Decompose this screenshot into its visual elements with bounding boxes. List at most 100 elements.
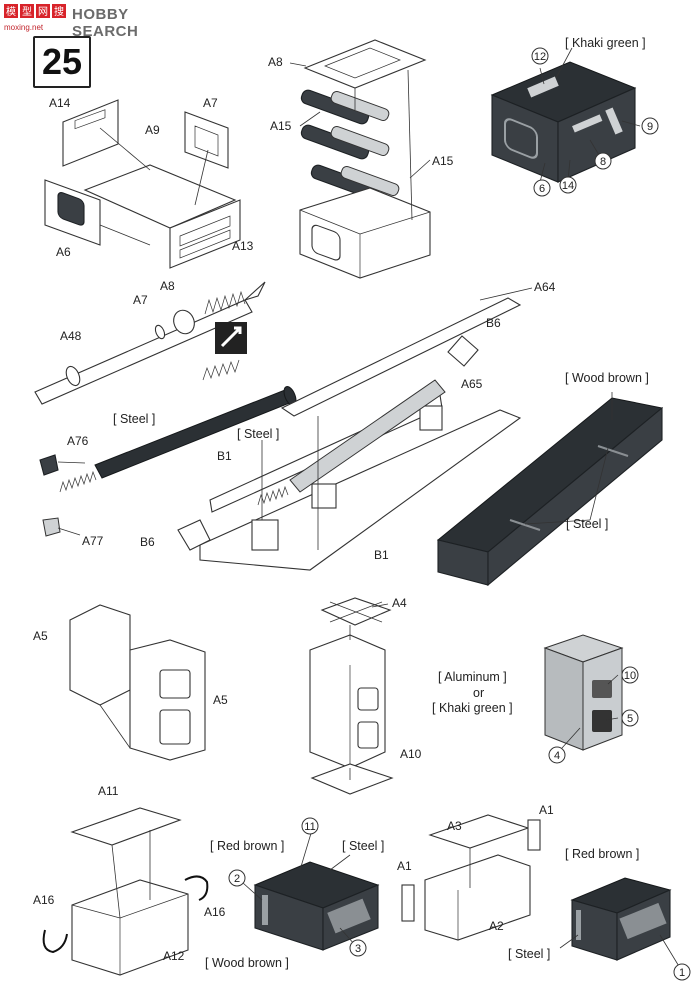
decal-2: 2 (234, 873, 240, 885)
decal-1: 1 (679, 967, 685, 979)
decal-6: 6 (539, 183, 545, 195)
svg-text:搜: 搜 (54, 5, 64, 18)
breech-rod (289, 379, 446, 493)
decal-10: 10 (624, 670, 636, 682)
note-steel-right: [ Steel ] (508, 947, 550, 961)
watermark-logo: 模 型 网 搜 HOBBY SEARCH moxing.net (2, 2, 192, 40)
label-a6: A6 (56, 245, 71, 259)
label-a15-left: A15 (270, 119, 292, 133)
part-a64 (280, 297, 522, 417)
case-finished (543, 634, 624, 751)
finished-case-right (582, 647, 623, 751)
spring-lower (202, 359, 240, 381)
label-b1-left: B1 (217, 449, 232, 463)
label-a12: A12 (163, 949, 185, 963)
spring-tip (244, 281, 266, 301)
note-red-brown-left: [ Red brown ] (210, 839, 284, 853)
decal-11: 11 (304, 821, 315, 833)
label-a14: A14 (49, 96, 71, 110)
svg-text:网: 网 (38, 6, 48, 18)
note-khaki-green-2: [ Khaki green ] (432, 701, 513, 715)
note-wood-brown-top: [ Wood brown ] (565, 371, 649, 385)
cradle-3 (419, 405, 443, 431)
part-b6-top (447, 335, 479, 367)
step-number-box: 25 (33, 36, 91, 88)
label-a76: A76 (67, 434, 89, 448)
label-b1-bottom: B1 (374, 548, 389, 562)
crate-finished-right (570, 877, 672, 961)
part-a10 (310, 763, 394, 795)
cartridge-box-exploded (299, 39, 431, 279)
part-a77 (42, 517, 61, 537)
part-a12 (71, 879, 189, 976)
label-a5-left: A5 (33, 629, 48, 643)
barrel-steel (59, 386, 297, 493)
decal-9: 9 (647, 121, 653, 133)
part-a14 (62, 99, 119, 167)
decal-3: 3 (355, 943, 361, 955)
svg-text:模: 模 (6, 6, 16, 18)
hobby-logo-icon: 模 型 网 搜 (4, 4, 66, 18)
label-a9: A9 (145, 123, 160, 137)
part-a7 (184, 111, 229, 169)
part-a8-lid (303, 39, 427, 89)
decal-5: 5 (627, 713, 633, 725)
part-a1-left (401, 884, 415, 922)
spring-upper (204, 290, 246, 315)
part-a13 (169, 199, 241, 269)
label-a7-mid: A7 (133, 293, 148, 307)
part-a16-left (42, 929, 68, 954)
decal-12: 12 (534, 51, 546, 63)
note-aluminum: [ Aluminum ] (438, 670, 507, 684)
label-a7-top: A7 (203, 96, 218, 110)
cradle-1 (251, 519, 279, 551)
label-a13: A13 (232, 239, 254, 253)
part-b6-left (177, 519, 211, 551)
label-a1-right: A1 (539, 803, 554, 817)
ammo-box-exploded (44, 99, 241, 269)
leader-lines (57, 47, 681, 969)
part-a16-right (184, 875, 209, 901)
svg-text:型: 型 (22, 5, 32, 18)
decal-callouts: 12 9 8 6 14 10 5 4 11 2 3 1 (228, 47, 691, 981)
note-red-brown-right: [ Red brown ] (565, 847, 639, 861)
label-a11: A11 (98, 784, 119, 798)
gun-tray-assembly (177, 297, 522, 571)
label-a48: A48 (60, 329, 82, 343)
case-back (69, 604, 131, 706)
part-a2 (424, 854, 531, 941)
label-a2: A2 (489, 919, 504, 933)
wood-box-a1-a3 (401, 814, 541, 941)
barrel-spring-assembly (34, 281, 297, 537)
label-a77: A77 (82, 534, 104, 548)
crate-finished-left (253, 861, 380, 951)
label-a4: A4 (392, 596, 407, 610)
case-a4-a10 (309, 597, 394, 795)
note-steel-barrel: [ Steel ] (113, 412, 155, 426)
part-labels: A14 A7 A9 A6 A13 A8 A15 A15 A7 A8 A48 A6… (33, 55, 556, 963)
note-steel-crate: [ Steel ] (566, 517, 608, 531)
part-a4 (320, 597, 392, 626)
cartridge-belt-2 (300, 124, 390, 160)
color-notes: [ Khaki green ] [ Wood brown ] [ Steel ]… (113, 36, 649, 970)
label-a16-right: A16 (204, 905, 226, 919)
note-steel-breech: [ Steel ] (237, 427, 279, 441)
label-a65: A65 (461, 377, 483, 391)
note-wood-brown-bottom: [ Wood brown ] (205, 956, 289, 970)
ammo-box-finished (490, 61, 637, 183)
label-b6-left: B6 (140, 535, 155, 549)
label-a1-left: A1 (397, 859, 412, 873)
label-a8-mid: A8 (160, 279, 175, 293)
wood-box-a11-a12 (42, 807, 209, 976)
decal-4: 4 (554, 750, 560, 762)
shell-case-a5 (69, 604, 206, 761)
label-a8-top: A8 (268, 55, 283, 69)
part-a76 (39, 454, 59, 476)
note-or: or (473, 686, 484, 700)
case-latch (159, 669, 191, 699)
decal-14: 14 (562, 180, 574, 192)
watermark-brand: HOBBY SEARCH (72, 6, 139, 40)
label-a15-right: A15 (432, 154, 454, 168)
part-b1-floor (199, 409, 522, 571)
